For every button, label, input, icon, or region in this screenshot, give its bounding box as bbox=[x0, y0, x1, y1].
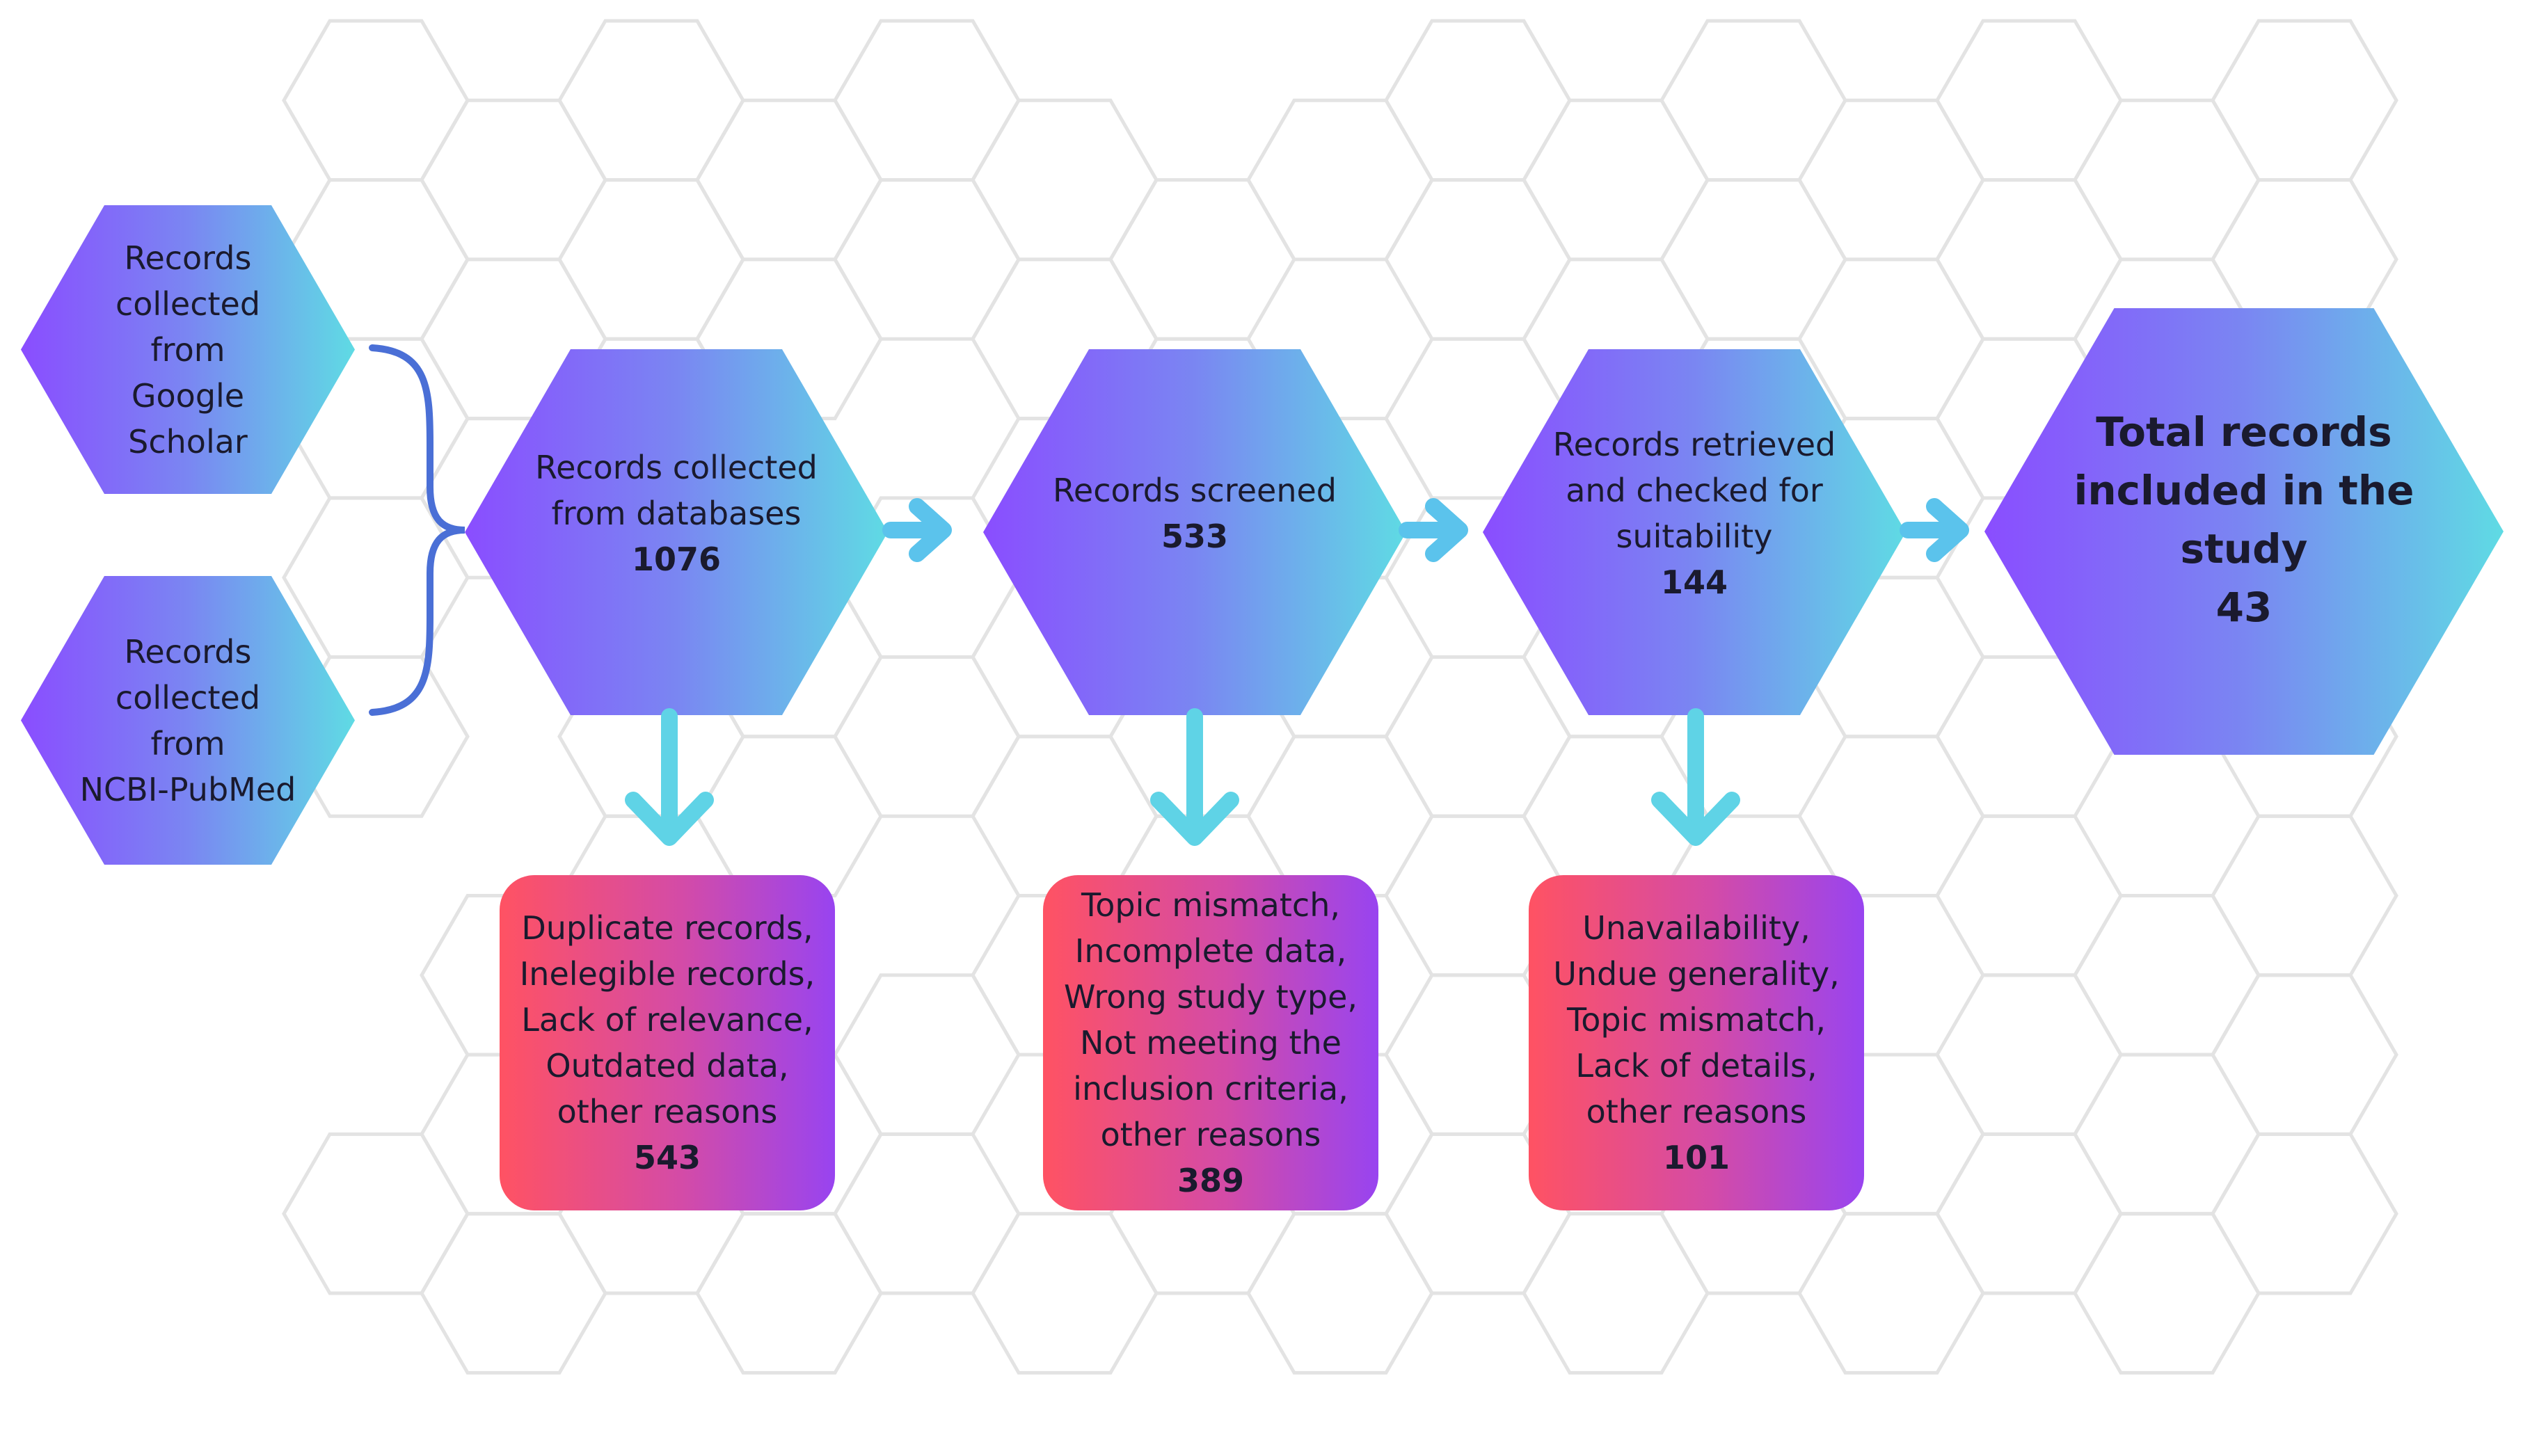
honeycomb-cell bbox=[1797, 735, 1985, 897]
honeycomb-cell bbox=[971, 1212, 1159, 1375]
exclusion-box-screening: Topic mismatch, Incomplete data, Wrong s… bbox=[1043, 875, 1378, 1210]
honeycomb-cell bbox=[2073, 894, 2261, 1057]
exclusion-reason: Undue generality, bbox=[1553, 955, 1840, 993]
honeycomb-cell bbox=[695, 735, 883, 897]
source-label-line: from bbox=[150, 330, 225, 369]
honeycomb-cell bbox=[833, 1132, 1021, 1295]
honeycomb-cell bbox=[971, 735, 1159, 897]
honeycomb-cell bbox=[833, 973, 1021, 1136]
stage-label-line: Records screened bbox=[1053, 471, 1337, 509]
honeycomb-cell bbox=[1935, 973, 2123, 1136]
honeycomb-cell bbox=[282, 19, 470, 182]
stage-count: 533 bbox=[1161, 517, 1229, 555]
honeycomb-cell bbox=[1797, 1212, 1985, 1375]
honeycomb-cell bbox=[1660, 19, 1847, 182]
honeycomb-cell bbox=[557, 19, 745, 182]
exclusion-reason: Topic mismatch, bbox=[1567, 1001, 1826, 1039]
honeycomb-cell bbox=[833, 19, 1021, 182]
source-label-line: Records bbox=[124, 239, 252, 277]
honeycomb-cell bbox=[1108, 178, 1296, 341]
honeycomb-cell bbox=[2211, 973, 2398, 1136]
honeycomb-cell bbox=[1384, 655, 1572, 818]
final-label-line: included in the bbox=[2074, 466, 2414, 514]
exclusion-reason: inclusion criteria, bbox=[1073, 1070, 1348, 1107]
final-count: 43 bbox=[2215, 583, 2273, 631]
honeycomb-cell bbox=[557, 178, 745, 341]
exclusion-reason: other reasons bbox=[557, 1093, 778, 1130]
honeycomb-cell bbox=[1935, 814, 2123, 977]
exclusion-reason: Topic mismatch, bbox=[1081, 886, 1340, 924]
honeycomb-cell bbox=[1246, 98, 1434, 262]
source-label-line: Scholar bbox=[128, 422, 248, 461]
honeycomb-cell bbox=[2073, 1212, 2261, 1375]
honeycomb-cell bbox=[2211, 814, 2398, 977]
stage-label-line: Records retrieved bbox=[1552, 425, 1836, 463]
honeycomb-cell bbox=[695, 1212, 883, 1375]
honeycomb-cell bbox=[420, 1212, 607, 1375]
honeycomb-cell bbox=[833, 178, 1021, 341]
exclusion-reason: Outdated data, bbox=[546, 1047, 789, 1085]
source-label-line: Records bbox=[124, 632, 252, 671]
final-label-line: study bbox=[2180, 525, 2308, 573]
source-label-line: Google bbox=[131, 376, 245, 415]
exclusion-count: 543 bbox=[633, 1139, 701, 1176]
honeycomb-cell bbox=[1797, 257, 1985, 421]
honeycomb-cell bbox=[2211, 19, 2398, 182]
source-label-line: collected bbox=[115, 678, 261, 717]
source-label-line: from bbox=[150, 724, 225, 762]
honeycomb-cell bbox=[282, 1132, 470, 1295]
honeycomb-cell bbox=[1522, 98, 1710, 262]
source-label-line: NCBI-PubMed bbox=[79, 770, 296, 808]
stage-screened: Records screened 533 bbox=[983, 349, 1406, 715]
exclusion-reason: other reasons bbox=[1100, 1116, 1321, 1153]
stage-label-line: from databases bbox=[551, 494, 802, 532]
final-label-line: Total records bbox=[2096, 408, 2392, 456]
honeycomb-cell bbox=[1384, 19, 1572, 182]
exclusion-reason: Incomplete data, bbox=[1074, 932, 1347, 970]
exclusion-reason: Duplicate records, bbox=[521, 909, 813, 947]
exclusion-reason: Unavailability, bbox=[1582, 909, 1810, 947]
exclusion-reason: other reasons bbox=[1586, 1093, 1807, 1130]
stage-count: 1076 bbox=[631, 540, 722, 578]
honeycomb-cell bbox=[695, 98, 883, 262]
exclusion-count: 389 bbox=[1177, 1162, 1245, 1199]
honeycomb-cell bbox=[1797, 98, 1985, 262]
exclusion-count: 101 bbox=[1662, 1139, 1730, 1176]
exclusion-reason: Lack of details, bbox=[1575, 1047, 1817, 1085]
exclusion-reason: Not meeting the bbox=[1080, 1024, 1342, 1062]
exclusion-box-eligibility: Unavailability, Undue generality, Topic … bbox=[1529, 875, 1864, 1210]
honeycomb-cell bbox=[1246, 1212, 1434, 1375]
honeycomb-cell bbox=[1384, 178, 1572, 341]
honeycomb-cell bbox=[2211, 1132, 2398, 1295]
honeycomb-cell bbox=[833, 655, 1021, 818]
honeycomb-cell bbox=[1522, 735, 1710, 897]
honeycomb-cell bbox=[1522, 1212, 1710, 1375]
honeycomb-cell bbox=[1660, 178, 1847, 341]
source-label-line: collected bbox=[115, 285, 261, 323]
honeycomb-cell bbox=[1935, 178, 2123, 341]
stage-count: 144 bbox=[1660, 563, 1728, 601]
stage-label-line: and checked for bbox=[1566, 471, 1823, 509]
honeycomb-cell bbox=[420, 98, 607, 262]
honeycomb-cell bbox=[971, 98, 1159, 262]
honeycomb-cell bbox=[2073, 1053, 2261, 1216]
exclusion-reason: Lack of relevance, bbox=[521, 1001, 813, 1039]
exclusion-box-identification: Duplicate records, Inelegible records, L… bbox=[500, 875, 835, 1210]
honeycomb-cell bbox=[1246, 735, 1434, 897]
stage-label-line: Records collected bbox=[535, 448, 818, 486]
honeycomb-cell bbox=[1935, 19, 2123, 182]
stage-label-line: suitability bbox=[1616, 517, 1773, 555]
honeycomb-cell bbox=[1935, 1132, 2123, 1295]
exclusion-reason: Wrong study type, bbox=[1063, 978, 1358, 1016]
honeycomb-cell bbox=[2073, 98, 2261, 262]
honeycomb-cell bbox=[282, 496, 470, 659]
exclusion-reason: Inelegible records, bbox=[519, 955, 815, 993]
